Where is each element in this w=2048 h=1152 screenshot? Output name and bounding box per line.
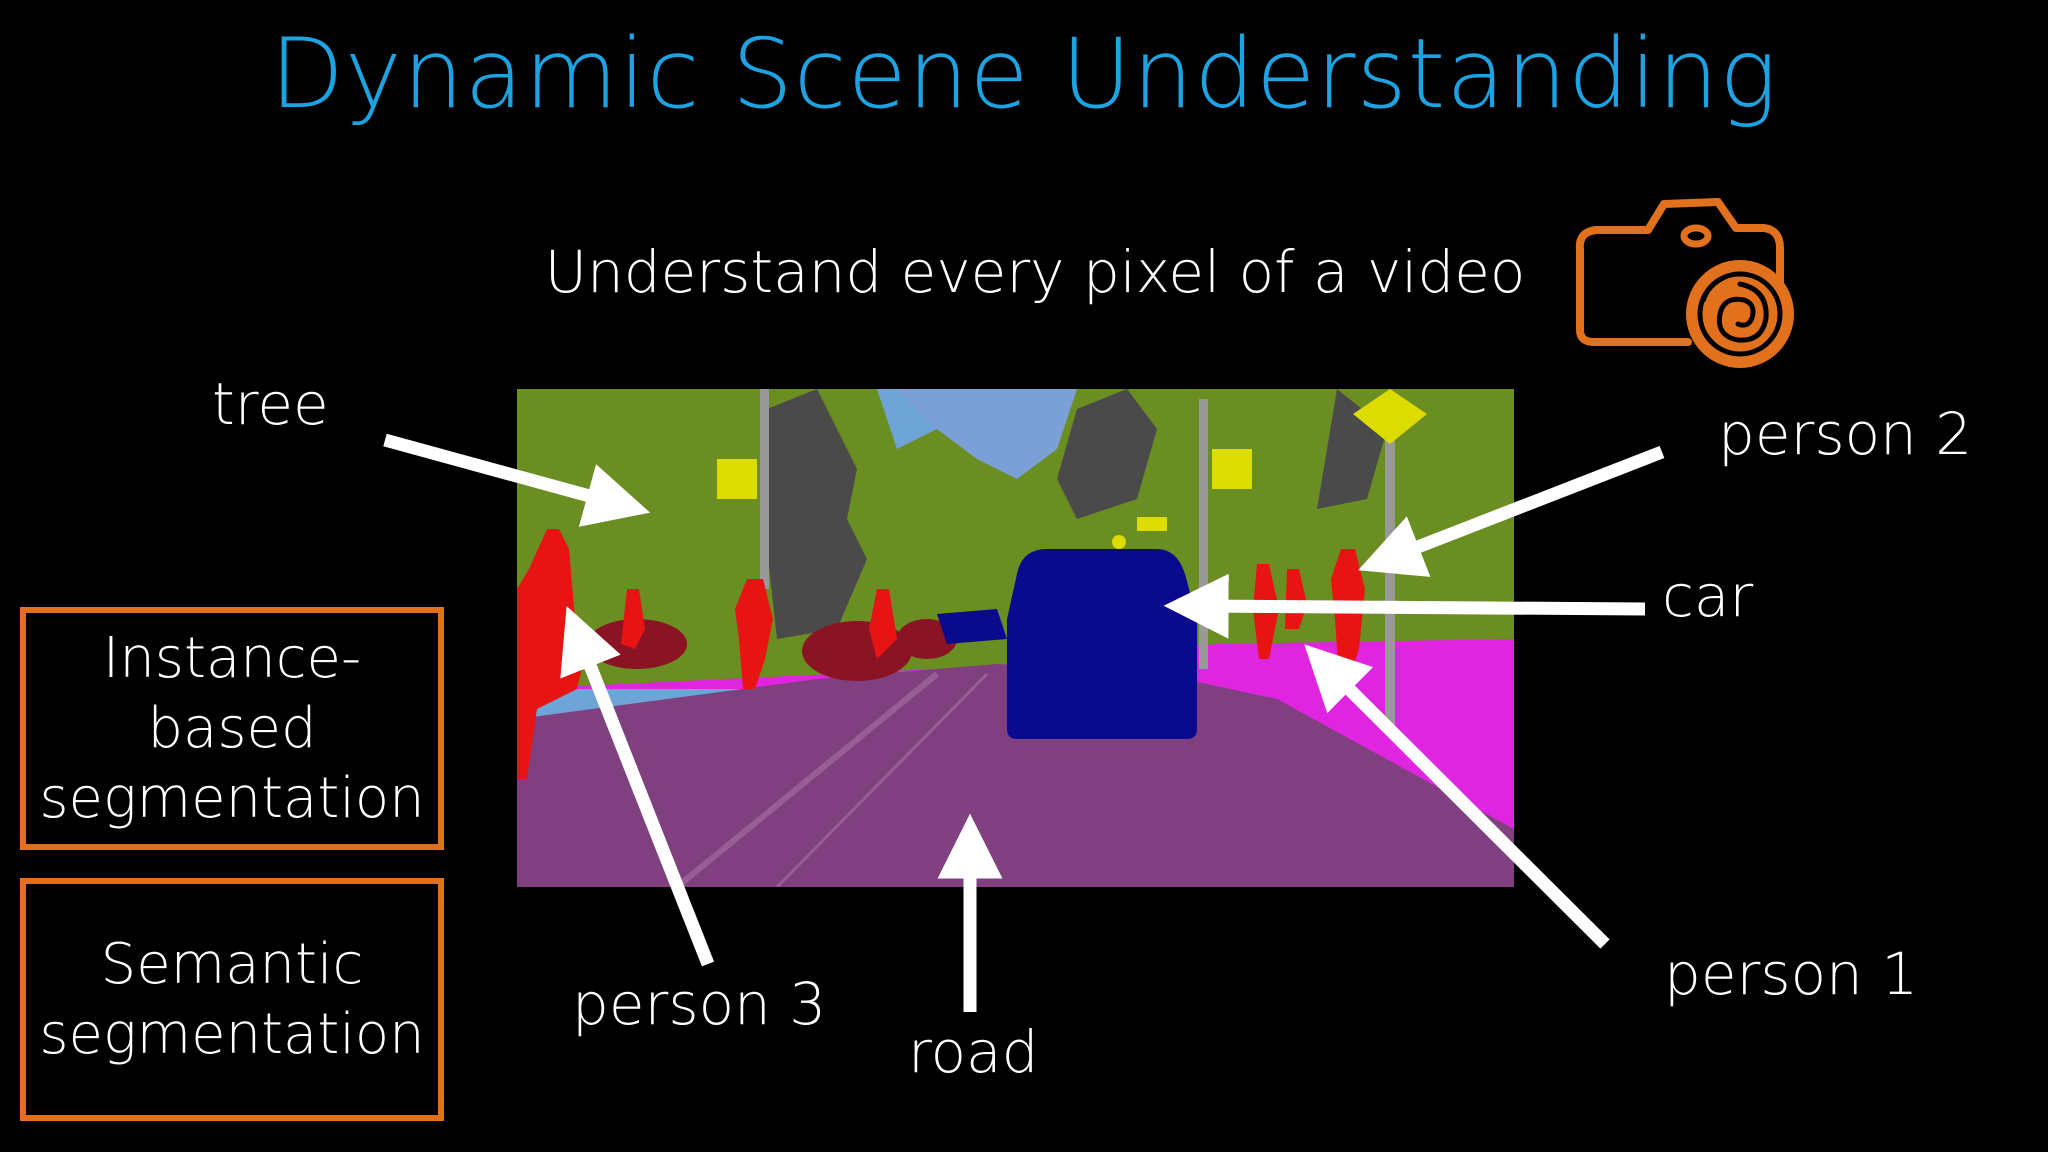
semantic-box-line-2: segmentation — [39, 1001, 425, 1067]
person-1-label: person 1 — [1664, 940, 1919, 1008]
sign-region — [717, 459, 757, 499]
person-3-region — [517, 529, 587, 779]
segmentation-image — [517, 389, 1514, 887]
person-3-label: person 3 — [572, 970, 827, 1038]
person-region — [735, 579, 773, 689]
person-2-label: person 2 — [1718, 400, 1973, 468]
slide-title: Dynamic Scene Understanding — [269, 18, 1779, 130]
road-region — [517, 664, 1514, 887]
semantic-box-line-1: Semantic — [100, 931, 364, 997]
camera-icon — [1568, 190, 1808, 384]
instance-box-line-3: segmentation — [39, 765, 425, 831]
instance-box-line-1: Instance- — [102, 625, 362, 691]
car-region — [1007, 549, 1197, 739]
slide-subtitle: Understand every pixel of a video — [544, 238, 1526, 306]
building-region — [767, 389, 867, 639]
road-label: road — [908, 1018, 1039, 1086]
instance-box-line-2: based — [147, 695, 317, 761]
person-2-arrow — [1358, 445, 1665, 577]
semantic-segmentation-box: Semantic segmentation — [20, 878, 444, 1121]
person-3-arrow — [560, 606, 715, 967]
person-1-arrow — [1304, 644, 1610, 949]
instance-segmentation-box: Instance- based segmentation — [20, 607, 444, 850]
tree-label: tree — [212, 370, 329, 438]
car-label: car — [1662, 562, 1754, 630]
car-arrow — [1163, 573, 1646, 639]
tree-arrow — [383, 433, 651, 527]
